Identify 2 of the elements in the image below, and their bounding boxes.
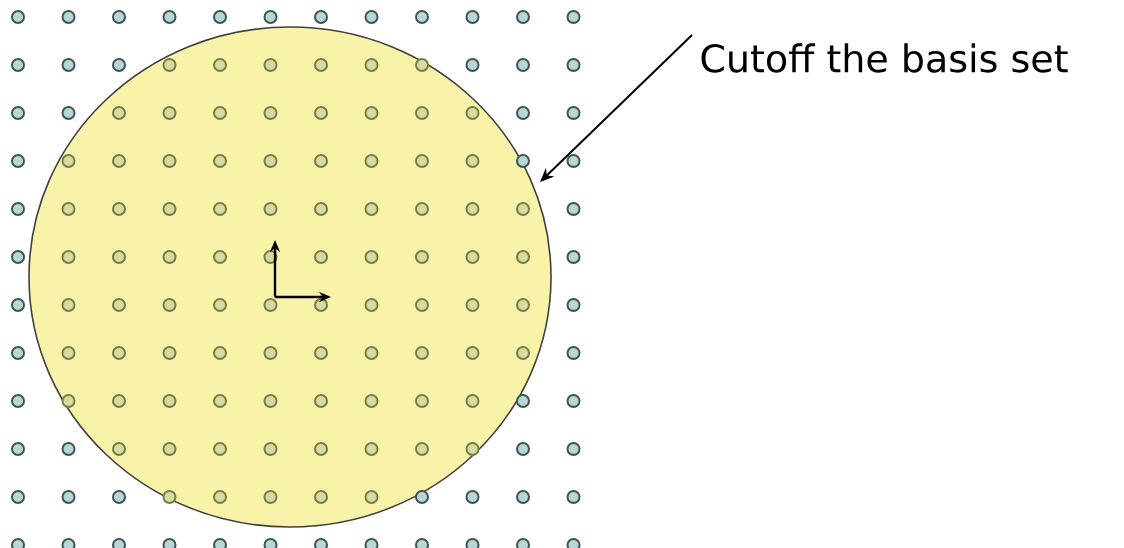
label-text: Cutoff the basis set <box>701 43 1068 73</box>
leader-line <box>540 34 693 182</box>
